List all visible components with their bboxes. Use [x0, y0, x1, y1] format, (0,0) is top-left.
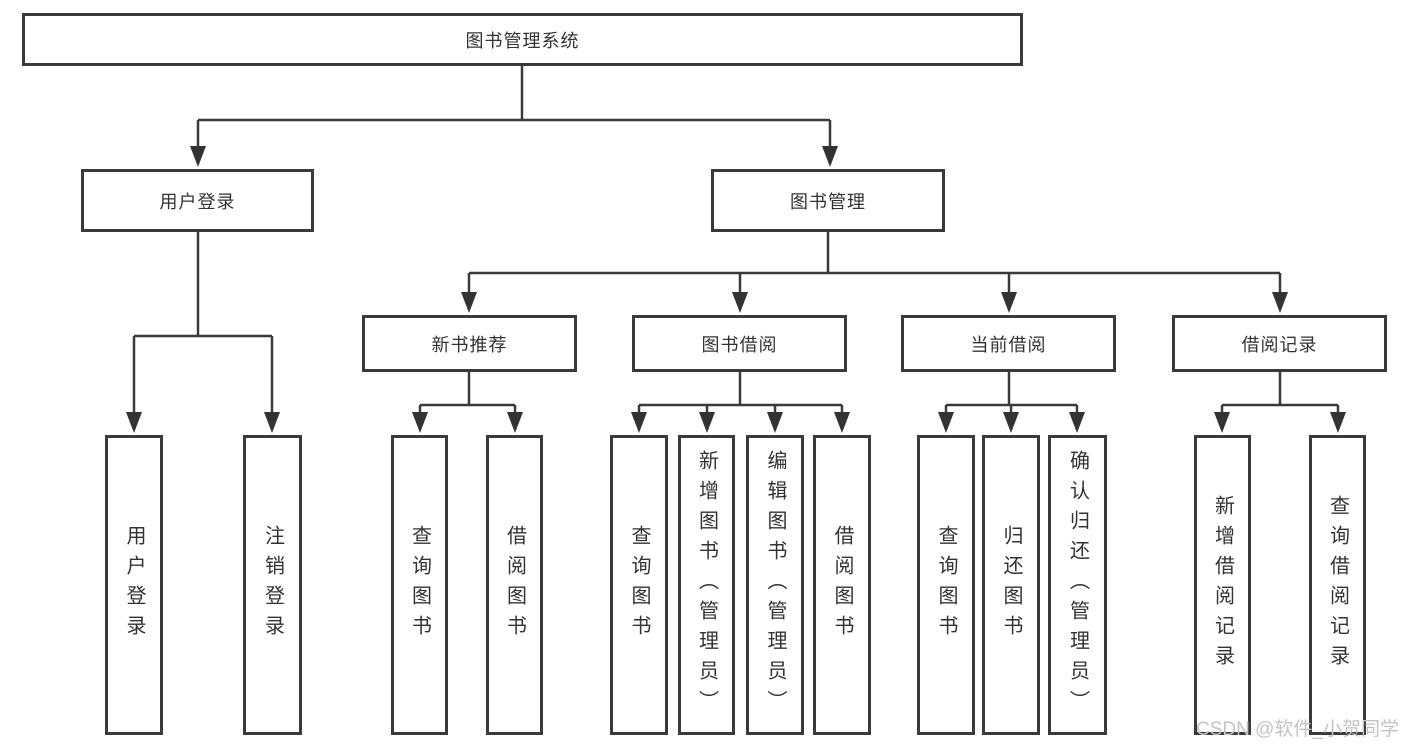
node-current-borrow: 当前借阅	[901, 315, 1116, 372]
node-label: 查询图书	[628, 525, 650, 645]
arrow-icon	[1003, 412, 1019, 433]
leaf-borrow-add-books-admin: 新增图书（管理员）	[678, 435, 735, 735]
node-label: 编辑图书（管理员）	[764, 450, 786, 720]
node-label: 用户登录	[159, 191, 236, 212]
leaf-newbook-borrow-books: 借阅图书	[486, 435, 543, 735]
arrow-icon	[732, 292, 748, 313]
node-label: 查询借阅记录	[1326, 495, 1349, 675]
node-label: 归还图书	[1000, 525, 1022, 645]
leaf-borrow-borrow-books: 借阅图书	[813, 435, 871, 735]
node-label: 图书管理系统	[465, 30, 580, 51]
arrow-icon	[1214, 412, 1230, 433]
leaf-current-confirm-return-admin: 确认归还（管理员）	[1048, 435, 1107, 735]
leaf-user-login: 用户登录	[105, 435, 163, 735]
arrow-icon	[767, 412, 783, 433]
leaf-logout: 注销登录	[243, 435, 302, 735]
node-user-login: 用户登录	[81, 169, 314, 232]
csdn-watermark: CSDN @软件_小贺同学	[1196, 719, 1399, 740]
arrow-icon	[938, 412, 954, 433]
node-label: 当前借阅	[970, 334, 1047, 355]
node-label: 图书管理	[790, 191, 866, 212]
arrow-icon	[834, 412, 850, 433]
node-label: 新书推荐	[431, 334, 508, 355]
arrow-icon	[1001, 292, 1017, 313]
arrow-icon	[461, 292, 477, 313]
leaf-records-add-record: 新增借阅记录	[1194, 435, 1251, 735]
node-borrow-records: 借阅记录	[1172, 315, 1387, 372]
leaf-current-return-books: 归还图书	[982, 435, 1040, 735]
arrow-icon	[126, 412, 142, 433]
node-label: 用户登录	[123, 525, 145, 645]
node-book-management: 图书管理	[711, 169, 945, 232]
arrow-icon	[1330, 412, 1346, 433]
arrow-icon	[190, 146, 206, 167]
node-label: 查询图书	[935, 525, 957, 645]
arrow-icon	[822, 146, 838, 167]
leaf-borrow-edit-books-admin: 编辑图书（管理员）	[746, 435, 804, 735]
node-label: 借阅图书	[831, 525, 853, 645]
node-book-borrow: 图书借阅	[632, 315, 847, 372]
node-label: 图书借阅	[701, 334, 778, 355]
node-label: 查询图书	[408, 525, 431, 645]
node-label: 借阅图书	[503, 525, 526, 645]
leaf-borrow-query-books: 查询图书	[610, 435, 668, 735]
leaf-records-query-record: 查询借阅记录	[1309, 435, 1366, 735]
arrow-icon	[631, 412, 647, 433]
arrow-icon	[264, 412, 280, 433]
arrow-icon	[699, 412, 715, 433]
node-label: 注销登录	[261, 525, 284, 645]
leaf-current-query-books: 查询图书	[917, 435, 975, 735]
leaf-newbook-query-books: 查询图书	[391, 435, 448, 735]
node-label: 新增借阅记录	[1211, 495, 1234, 675]
node-label: 确认归还（管理员）	[1066, 450, 1089, 720]
node-label: 新增图书（管理员）	[695, 450, 718, 720]
arrow-icon	[507, 412, 523, 433]
node-label: 借阅记录	[1241, 334, 1318, 355]
node-new-book-recommend: 新书推荐	[362, 315, 577, 372]
arrow-icon	[412, 412, 428, 433]
node-library-management-system: 图书管理系统	[22, 13, 1023, 66]
arrow-icon	[1272, 292, 1288, 313]
arrow-icon	[1069, 412, 1085, 433]
